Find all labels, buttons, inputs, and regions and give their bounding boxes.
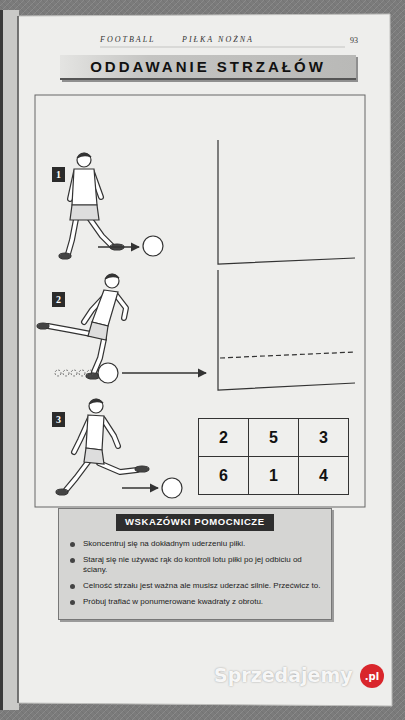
ball-arrow <box>98 247 206 488</box>
step-number-box: 2 <box>52 292 65 307</box>
target-number: 6 <box>219 467 228 485</box>
running-header: PIŁKA NOŻNA <box>182 35 254 44</box>
tips-panel: WSKAZÓWKI POMOCNICZE Skoncentruj się na d… <box>58 508 332 620</box>
title-text: ODDAWANIE STRZAŁÓW <box>90 58 326 75</box>
step-number-box: 3 <box>52 412 65 427</box>
running-header: FOOTBALL <box>100 35 156 44</box>
watermark-badge: .pl <box>360 664 384 688</box>
header-rule <box>100 47 345 48</box>
page-edge <box>0 10 3 710</box>
page-number: 93 <box>350 36 358 45</box>
target-cell: 4 <box>298 456 349 495</box>
target-number: 2 <box>219 429 228 447</box>
target-cell: 3 <box>298 418 349 457</box>
ball <box>98 236 182 498</box>
target-number: 4 <box>319 467 328 485</box>
tip-text: Próbuj trafiać w ponumerowane kwadraty z… <box>83 597 321 608</box>
player-figure <box>37 153 149 495</box>
step-number: 3 <box>56 414 61 425</box>
target-number: 3 <box>319 429 328 447</box>
book-page <box>18 14 392 706</box>
wall-lines <box>218 140 355 390</box>
tip-text: Staraj się nie używać rąk do kontroli lo… <box>83 555 321 577</box>
tips-heading-band: WSKAZÓWKI POMOCNICZE <box>116 514 274 531</box>
target-cell: 1 <box>248 456 299 495</box>
page-edge <box>0 10 19 710</box>
watermark: Sprzedajemy <box>214 664 353 686</box>
target-cell: 6 <box>198 456 249 495</box>
target-number: 1 <box>269 467 278 485</box>
tip-text: Celność strzału jest ważna ale musisz ud… <box>83 581 321 592</box>
tips-heading-text: WSKAZÓWKI POMOCNICZE <box>125 516 265 529</box>
step-number-box: 1 <box>52 167 65 182</box>
page-spine <box>17 16 19 703</box>
target-cell: 5 <box>248 418 299 457</box>
motion-trail <box>55 370 93 376</box>
target-number: 5 <box>269 429 278 447</box>
tip-text: Skoncentruj się na dokładnym uderzeniu p… <box>83 539 321 550</box>
title-band: ODDAWANIE STRZAŁÓW <box>60 55 356 80</box>
step-number: 1 <box>56 169 61 180</box>
drill-frame <box>35 95 365 507</box>
step-number: 2 <box>56 294 61 305</box>
target-cell: 2 <box>198 418 249 457</box>
